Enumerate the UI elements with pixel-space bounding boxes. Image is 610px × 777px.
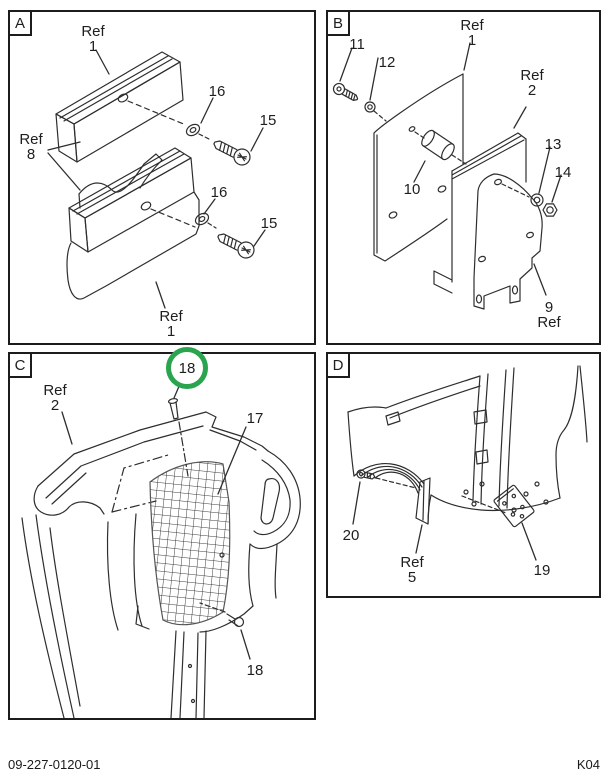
callout-line: Ref — [460, 17, 484, 34]
plate-ref1-drawing — [373, 73, 464, 262]
panel-a: A — [8, 10, 316, 345]
callout-line: 2 — [50, 397, 60, 414]
highlight-circle-18[interactable]: 18 — [166, 347, 208, 389]
leader-lines — [339, 42, 562, 296]
callout-line: 15 — [259, 112, 277, 129]
panel-b-illustration — [332, 42, 562, 310]
callout-14: 14 — [555, 165, 572, 180]
callout-16-top: 16 — [209, 84, 226, 99]
callout-line: 18 — [246, 662, 264, 679]
callout-11: 11 — [349, 37, 365, 52]
leader-lines — [47, 49, 266, 309]
callout-15-bottom: 15 — [261, 216, 278, 231]
callout-17: 17 — [247, 411, 264, 426]
callout-line: 15 — [260, 215, 278, 232]
panel-c: C — [8, 347, 316, 720]
callout-line: Ref — [43, 382, 67, 399]
callout-line: 8 — [26, 146, 36, 163]
panel-a-illustration — [47, 49, 266, 309]
callout-line: 10 — [403, 181, 421, 198]
callout-line: 19 — [533, 562, 551, 579]
callout-line: 1 — [467, 32, 477, 49]
upper-bracket-drawing — [55, 51, 187, 163]
callout-line: 17 — [246, 410, 264, 427]
callout-line: 16 — [208, 83, 226, 100]
mesh-screen-drawing — [149, 461, 231, 626]
callout-13: 13 — [545, 137, 562, 152]
page-code: K04 — [576, 757, 600, 772]
callout-line: Ref — [19, 131, 43, 148]
callout-line: 11 — [349, 36, 365, 53]
washer-13-drawing — [530, 193, 544, 207]
callout-line: Ref — [400, 554, 424, 571]
callout-15-top: 15 — [260, 113, 277, 128]
screw-20-drawing — [356, 469, 417, 489]
washer-16-top-drawing — [185, 123, 210, 140]
callout-line: 5 — [407, 569, 417, 586]
callout-line: 14 — [554, 164, 572, 181]
screw-11-drawing — [332, 82, 359, 101]
callout-line: 18 — [178, 359, 196, 377]
screw-15-bottom-drawing — [217, 233, 255, 259]
panel-d-tag: D — [328, 354, 350, 378]
panel-d: D — [326, 352, 601, 598]
callout-19: 19 — [534, 563, 551, 578]
rivet-18-bottom-drawing — [199, 602, 245, 628]
nut-14-drawing — [542, 203, 558, 217]
callout-line: 1 — [88, 38, 98, 55]
bracket-9-drawing — [473, 173, 543, 310]
leader-lines — [352, 481, 537, 561]
callout-line: Ref — [159, 308, 183, 325]
plate-ref2-drawing — [433, 132, 527, 294]
callout-line: Ref — [81, 23, 105, 40]
lower-bracket-drawing — [66, 147, 200, 300]
callout-16-bottom: 16 — [211, 185, 228, 200]
callout-line: 2 — [527, 82, 537, 99]
callout-12: 12 — [379, 55, 396, 70]
spacer-10-drawing — [414, 129, 467, 165]
rivet-18-top-drawing — [167, 398, 189, 477]
cowl-panel-drawing — [21, 411, 301, 718]
callout-line: 12 — [378, 54, 396, 71]
panel-c-illustration — [21, 383, 301, 718]
panel-b: B — [326, 10, 601, 345]
panel-c-tag: C — [10, 354, 32, 378]
cab-corner-drawing — [347, 365, 588, 525]
screw-15-top-drawing — [213, 140, 251, 166]
callout-line: 13 — [544, 136, 562, 153]
panel-d-illustration — [347, 365, 588, 561]
bracket-19-drawing — [493, 484, 535, 528]
callout-10: 10 — [404, 182, 421, 197]
washer-16-bottom-drawing — [194, 212, 217, 229]
callout-20: 20 — [343, 528, 360, 543]
callout-line: 20 — [342, 527, 360, 544]
callout-18-bottom: 18 — [247, 663, 264, 678]
document-number: 09-227-0120-01 — [8, 757, 101, 772]
panel-a-tag: A — [10, 12, 32, 36]
callout-line: 9 — [544, 299, 554, 316]
callout-line: Ref — [520, 67, 544, 84]
callout-line: 1 — [166, 323, 176, 340]
leader-lines — [61, 383, 251, 660]
callout-line: Ref — [537, 314, 561, 331]
callout-line: 16 — [210, 184, 228, 201]
panel-b-tag: B — [328, 12, 350, 36]
washer-12-drawing — [364, 101, 387, 122]
